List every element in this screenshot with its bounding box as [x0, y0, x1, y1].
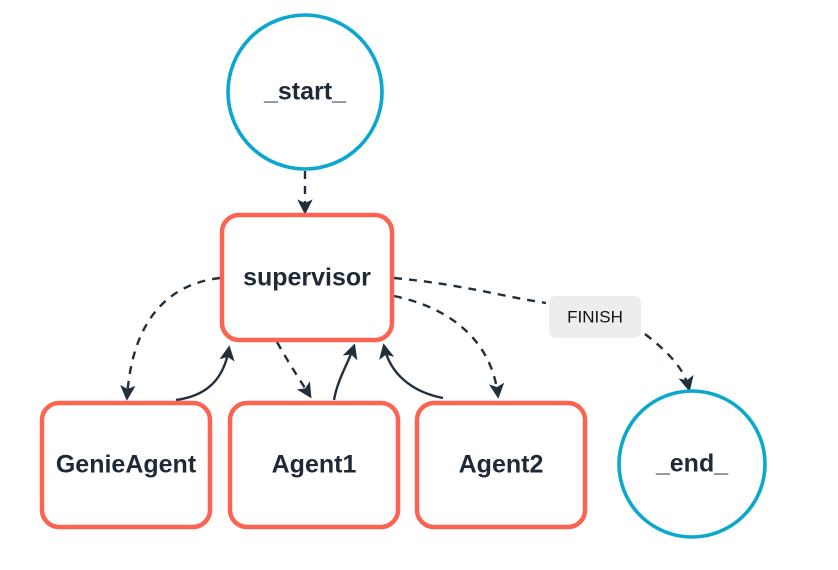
- edge-supervisor-agent2: [393, 294, 505, 399]
- edge-agent2-supervisor: [379, 343, 444, 400]
- finish-label-text: FINISH: [567, 307, 623, 326]
- genieagent-node-label: GenieAgent: [56, 451, 197, 479]
- supervisor-node-label: supervisor: [243, 264, 371, 292]
- node-start[interactable]: _start_: [226, 13, 384, 171]
- node-agent2[interactable]: Agent2: [414, 400, 588, 530]
- start-node-label: _start_: [263, 78, 347, 106]
- node-end[interactable]: _end_: [617, 389, 767, 539]
- edges-layer: [120, 171, 694, 402]
- start-node-circle[interactable]: [226, 13, 384, 171]
- end-node-label: _end_: [655, 450, 729, 478]
- edge-genieagent-supervisor: [175, 345, 235, 402]
- node-genieagent[interactable]: GenieAgent: [39, 400, 213, 530]
- agent1-node-box[interactable]: [227, 400, 401, 530]
- finish-label-background: [549, 296, 641, 338]
- agent1-node-label: Agent1: [272, 451, 357, 479]
- node-supervisor[interactable]: supervisor: [219, 212, 395, 343]
- genieagent-node-box[interactable]: [39, 400, 213, 530]
- agent2-node-label: Agent2: [459, 451, 544, 479]
- node-agent1[interactable]: Agent1: [227, 400, 401, 530]
- edge-supervisor-agent1: [275, 341, 312, 399]
- edge-supervisor-end-segment-1: [393, 276, 547, 305]
- agent2-node-box[interactable]: [414, 400, 588, 530]
- edge-label-finish: FINISH: [549, 296, 641, 338]
- end-node-circle[interactable]: [617, 389, 767, 539]
- edge-agent1-supervisor: [332, 343, 358, 401]
- edge-supervisor-end-segment-2: [644, 333, 694, 392]
- edge-supervisor-genieagent: [120, 276, 221, 401]
- supervisor-node-box[interactable]: [219, 212, 395, 343]
